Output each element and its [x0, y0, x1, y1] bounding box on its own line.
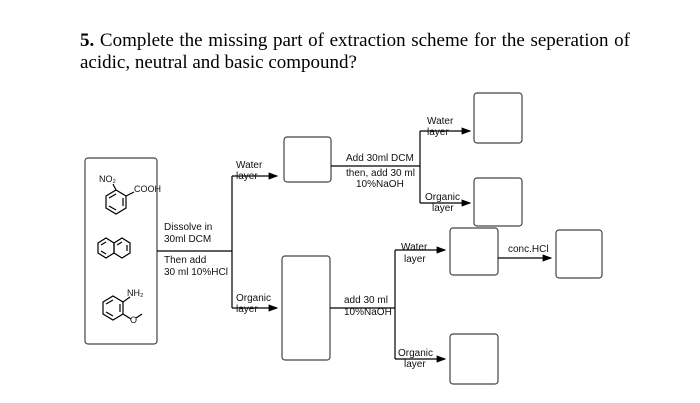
bottom-sub-water-2: layer — [404, 254, 426, 265]
cooh-label: COOH — [134, 184, 161, 194]
water-layer-label-1: Water — [236, 160, 263, 171]
question-number: 5. — [80, 30, 95, 51]
answer-box-top-organic[interactable] — [473, 177, 523, 227]
answer-box-bottom-water[interactable] — [449, 227, 499, 276]
nitro-label: NO₂ — [99, 174, 117, 184]
bottom-reagent-line1: add 30 ml — [344, 295, 388, 306]
step1-line2: 30ml DCM — [164, 234, 211, 245]
top-sub-water-2: layer — [427, 127, 449, 138]
methoxyaniline-structure — [102, 295, 143, 321]
step1-line1: Dissolve in — [164, 222, 212, 233]
answer-box-bottom-organic[interactable] — [449, 333, 499, 385]
organic-layer-label-1: Organic — [236, 293, 271, 304]
top-reagent-line1: Add 30ml DCM — [346, 153, 414, 164]
bottom-sub-organic-1: Organic — [398, 348, 433, 359]
top-sub-water-1: Water — [427, 116, 454, 127]
organic-layer-label-2: layer — [236, 304, 258, 315]
bottom-reagent-line2: 10%NaOH — [344, 307, 392, 318]
question-body: Complete the missing part of extraction … — [80, 30, 630, 73]
naphthalene-structure — [97, 237, 131, 259]
step1-line4: 30 ml 10%HCl — [164, 267, 228, 278]
bottom-sub-organic-2: layer — [404, 359, 426, 370]
top-reagent-line2: then, add 30 ml — [346, 168, 415, 179]
step1-line3: Then add — [164, 255, 206, 266]
top-reagent-line3: 10%NaOH — [356, 179, 404, 190]
question-text: 5. Complete the missing part of extracti… — [80, 30, 630, 74]
amine-label: NH₂ — [127, 288, 144, 298]
bottom-sub-water-1: Water — [401, 242, 428, 253]
water-layer-label-2: layer — [236, 171, 258, 182]
acid-label: conc.HCl — [508, 244, 549, 255]
answer-box-bottom[interactable] — [281, 255, 331, 361]
methoxy-o-label: O — [130, 315, 137, 325]
answer-box-top-water[interactable] — [473, 92, 523, 144]
top-sub-organic-2: layer — [432, 203, 454, 214]
answer-box-top[interactable] — [283, 136, 332, 183]
answer-box-final[interactable] — [555, 229, 603, 279]
nitrobenzoic-acid-structure — [105, 183, 135, 215]
top-sub-organic-1: Organic — [425, 192, 460, 203]
